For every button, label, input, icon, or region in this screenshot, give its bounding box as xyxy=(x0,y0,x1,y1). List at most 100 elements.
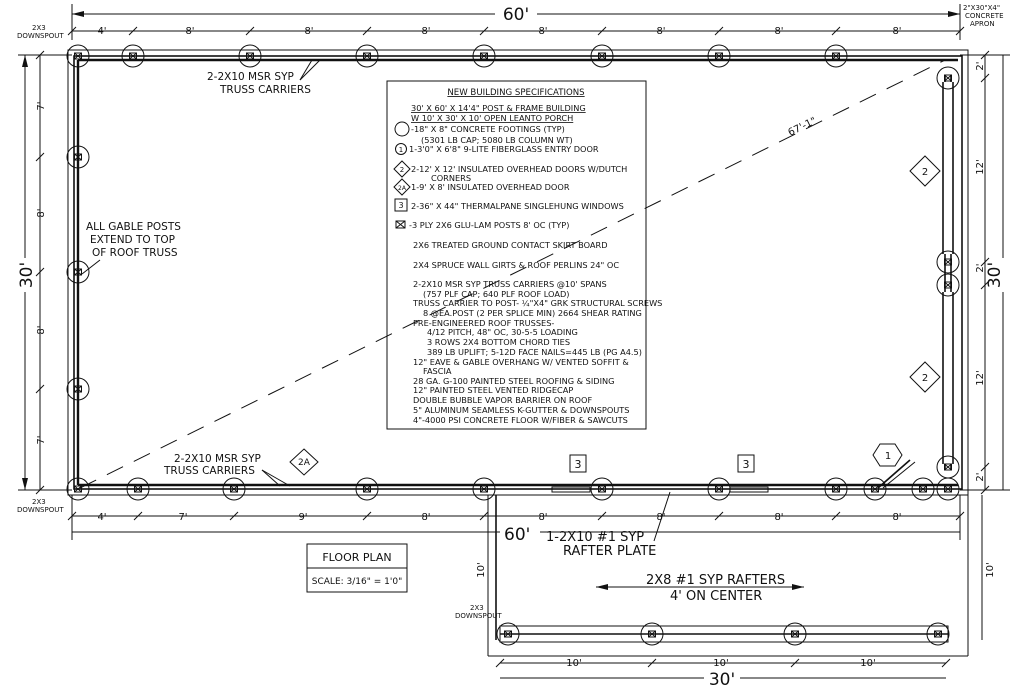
specs-title: NEW BUILDING SPECIFICATIONS xyxy=(447,88,584,98)
dimension-tick xyxy=(67,26,77,36)
bottom-dim-8: 8' xyxy=(892,512,901,523)
dimension-tick xyxy=(597,26,607,36)
downspout-porch: 2X3 DOWNSPOUT xyxy=(455,604,502,620)
overall-length-dimension-bottom: 60' xyxy=(71,495,961,545)
downspout-porch-line-1: 2X3 xyxy=(470,604,484,612)
spec-line: 12" EAVE & GABLE OVERHANG W/ VENTED SOFF… xyxy=(413,357,629,367)
downspout-bl-line-2: DOWNSPOUT xyxy=(17,506,64,514)
dimension-tick xyxy=(229,511,239,521)
post-footing xyxy=(824,477,848,501)
dimension-tick xyxy=(980,257,990,267)
rafter-plate-line-2: RAFTER PLATE xyxy=(563,544,656,559)
tag-window-left-label: 3 xyxy=(575,458,582,471)
overall-width-dimension-left: 30' 7' 8' 8' 7' xyxy=(16,50,72,495)
dimension-tick xyxy=(980,280,990,290)
spec-line: 4"-4000 PSI CONCRETE FLOOR W/FIBER & SAW… xyxy=(413,415,628,425)
specs-heading-2: W 10' X 30' X 10' OPEN LEANTO PORCH xyxy=(411,113,573,123)
dimension-tick xyxy=(35,384,45,394)
apron-line-1: 2"X30"X4" xyxy=(963,4,1000,12)
dimension-tick xyxy=(35,485,45,495)
spec-legend-4: 2-12' X 12' INSULATED OVERHEAD DOORS W/D… xyxy=(411,164,627,174)
porch-depth-left: 10' xyxy=(476,562,487,577)
top-segment-dimensions: 4' 8' 8' 8' 8' 8' 8' 8' xyxy=(67,26,965,37)
dimension-tick xyxy=(362,511,372,521)
spec-line: 2X4 SPRUCE WALL GIRTS & ROOF PERLINS 24"… xyxy=(413,260,619,270)
spec-legend-3: 1-3'0" X 6'8" 9-LITE FIBERGLASS ENTRY DO… xyxy=(409,144,599,154)
post-footing xyxy=(66,145,90,169)
spec-line: 389 LB UPLIFT; 5-12D FACE NAILS=445 LB (… xyxy=(427,347,642,357)
downspout-porch-line-2: DOWNSPOUT xyxy=(455,612,502,620)
title-block-scale: SCALE: 3/16" = 1'0" xyxy=(312,577,402,587)
post-footing xyxy=(222,477,246,501)
bottom-dim-3: 9' xyxy=(298,512,307,523)
dimension-tick xyxy=(941,658,951,668)
truss-carriers-note-bottom: 2-2X10 MSR SYP TRUSS CARRIERS xyxy=(163,453,291,487)
right-dim-1: 2' xyxy=(975,61,986,70)
overhead-door-openings xyxy=(940,82,956,464)
rafter-plate-line-1: 1-2X10 #1 SYP xyxy=(546,530,644,545)
dimension-tick xyxy=(790,658,800,668)
top-dim-6: 8' xyxy=(656,26,665,37)
dimension-tick xyxy=(479,511,489,521)
tag-door-2-upper: 2 xyxy=(909,155,941,187)
rafters-line-1: 2X8 #1 SYP RAFTERS xyxy=(646,573,785,588)
truss-carriers-top-line-1: 2-2X10 MSR SYP xyxy=(207,71,294,83)
spec-line: PRE-ENGINEERED ROOF TRUSSES- xyxy=(413,318,554,328)
spec-line: 28 GA. G-100 PAINTED STEEL ROOFING & SID… xyxy=(413,376,614,386)
post-footing xyxy=(936,66,960,90)
spec-line: DOUBLE BUBBLE VAPOR BARRIER ON ROOF xyxy=(413,395,592,405)
post-footing xyxy=(66,260,90,284)
spec-legend-6: 1-9' X 8' INSULATED OVERHEAD DOOR xyxy=(411,182,570,192)
top-dim-8: 8' xyxy=(892,26,901,37)
tag-window-left: 3 xyxy=(569,454,587,473)
tag-door-2a-label: 2A xyxy=(298,458,311,468)
post-footing xyxy=(707,477,731,501)
post-footing xyxy=(355,44,379,68)
rafter-plate-note: 1-2X10 #1 SYP RAFTER PLATE xyxy=(546,491,671,559)
apron-line-3: APRON xyxy=(970,20,995,28)
spec-legend-5: CORNERS xyxy=(431,173,471,183)
post-footing xyxy=(238,44,262,68)
spec-legend-symbol-3: 2A xyxy=(398,185,407,192)
right-dim-3: 2' xyxy=(975,263,986,272)
left-dim-2: 8' xyxy=(36,208,47,217)
bottom-dim-1: 4' xyxy=(97,512,106,523)
rafters-line-2: 4' ON CENTER xyxy=(670,589,762,604)
post-footing xyxy=(472,477,496,501)
dimension-tick xyxy=(128,26,138,36)
spec-legend-8: -3 PLY 2X6 GLU-LAM POSTS 8' OC (TYP) xyxy=(409,220,569,230)
diagonal-label: 67'-1" xyxy=(786,116,818,139)
tag-door-2-upper-label: 2 xyxy=(922,167,928,178)
right-dim-5: 2' xyxy=(975,472,986,481)
spec-line: 2X6 TREATED GROUND CONTACT SKIRT BOARD xyxy=(413,240,608,250)
tag-door-2a: 2A xyxy=(289,448,319,476)
downspout-top-left: 2X3 DOWNSPOUT xyxy=(17,24,64,40)
dimension-tick xyxy=(647,658,657,668)
right-dim-4: 12' xyxy=(975,370,986,385)
truss-carriers-top-line-2: TRUSS CARRIERS xyxy=(219,84,311,96)
top-dim-3: 8' xyxy=(304,26,313,37)
spec-legend-symbol-1: 1 xyxy=(399,146,403,154)
post-footing xyxy=(707,44,731,68)
dimension-tick xyxy=(35,50,45,60)
left-dim-3: 8' xyxy=(36,325,47,334)
post-footing xyxy=(590,477,614,501)
tag-window-right-label: 3 xyxy=(743,458,750,471)
overall-width-dimension-right: 30' 2' 12' 2' 12' 2' xyxy=(960,50,1012,495)
post-footing xyxy=(936,250,960,274)
overall-length-bottom-label: 60' xyxy=(504,525,530,545)
spec-legend-1: -18" X 8" CONCRETE FOOTINGS (TYP) xyxy=(411,124,565,134)
bottom-dim-5: 8' xyxy=(538,512,547,523)
truss-carriers-bottom-line-1: 2-2X10 MSR SYP xyxy=(174,453,261,465)
top-dim-2: 8' xyxy=(185,26,194,37)
tag-door-2-lower-label: 2 xyxy=(922,373,928,384)
overall-length-label: 60' xyxy=(503,5,529,25)
spec-legend-7: 2-36" X 44" THERMALPANE SINGLEHUNG WINDO… xyxy=(411,201,624,211)
dimension-tick xyxy=(980,462,990,472)
dimension-tick xyxy=(831,26,841,36)
bottom-dim-6: 8' xyxy=(656,512,665,523)
top-dim-4: 8' xyxy=(421,26,430,37)
spec-line: 8 @EA.POST (2 PER SPLICE MIN) 2664 SHEAR… xyxy=(423,308,642,318)
spec-lines: 2X6 TREATED GROUND CONTACT SKIRT BOARD 2X… xyxy=(412,240,662,425)
